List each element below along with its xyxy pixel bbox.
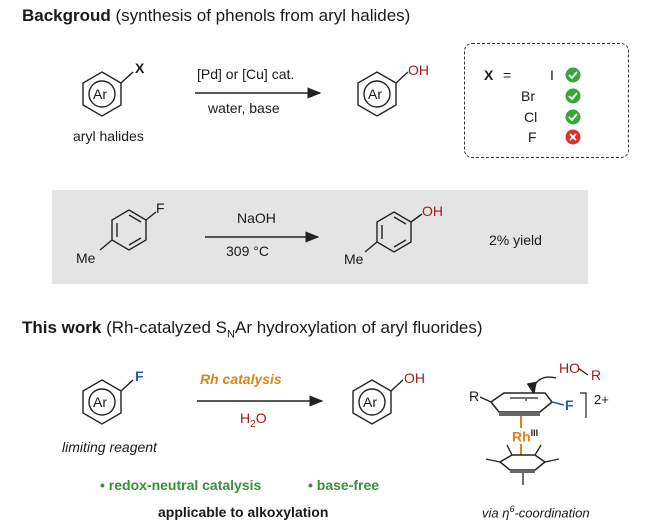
this-work-product-oh: OH bbox=[404, 370, 425, 386]
example-substrate-me: Me bbox=[76, 250, 96, 266]
water-subscript: 2 bbox=[250, 418, 256, 430]
cross-icon bbox=[565, 129, 581, 145]
complex-ring-r: R bbox=[469, 388, 480, 404]
complex-rh: RhIII bbox=[512, 428, 538, 445]
halogen-item-f: F bbox=[528, 129, 537, 145]
caption-pre: via bbox=[482, 505, 503, 521]
halogen-equals: = bbox=[503, 67, 512, 83]
this-work-title-sub: N bbox=[227, 328, 235, 341]
check-icon bbox=[565, 88, 581, 104]
this-work-substrate-ring-label: Ar bbox=[93, 394, 107, 410]
water-h: H bbox=[240, 410, 251, 426]
rh-arene-complex bbox=[479, 367, 589, 485]
phenol-ring-this-work bbox=[352, 379, 404, 425]
cresol-ring bbox=[364, 211, 423, 253]
this-work-title-bold: This work bbox=[22, 318, 102, 337]
background-product-oh: OH bbox=[408, 62, 429, 78]
aryl-fluoride-ring bbox=[82, 379, 134, 425]
aryl-halide-ring bbox=[82, 71, 134, 117]
complex-rh-oxidation: III bbox=[530, 428, 539, 438]
this-work-substrate-f: F bbox=[135, 368, 144, 384]
this-work-title-post: Ar hydroxylation of aryl fluorides) bbox=[234, 318, 483, 337]
halogen-scope-box bbox=[464, 43, 629, 158]
caption-post: -coordination bbox=[514, 505, 590, 521]
caption-eta: η bbox=[502, 505, 510, 521]
feature-redox-neutral: • redox-neutral catalysis bbox=[100, 477, 262, 493]
check-icon bbox=[565, 67, 581, 83]
applicable-to-alkoxylation: applicable to alkoxylation bbox=[158, 504, 329, 520]
complex-nucleophile-r: R bbox=[591, 367, 602, 383]
caption-sup: 6 bbox=[509, 504, 515, 514]
example-product-me: Me bbox=[344, 251, 364, 267]
limiting-reagent-caption: limiting reagent bbox=[62, 439, 157, 455]
check-icon bbox=[565, 109, 581, 125]
background-title-bold: Backgroud bbox=[22, 6, 111, 25]
example-reagent: NaOH bbox=[237, 210, 276, 226]
complex-rh-metal: Rh bbox=[512, 428, 531, 445]
coordination-caption: via η6-coordination bbox=[482, 504, 590, 520]
halide-substituent-x: X bbox=[135, 60, 145, 76]
example-product-oh: OH bbox=[422, 203, 443, 219]
complex-charge: 2+ bbox=[594, 392, 609, 407]
halogen-item-i: I bbox=[550, 67, 554, 83]
example-temperature: 309 °C bbox=[226, 243, 269, 259]
example-substrate-f: F bbox=[156, 200, 165, 216]
this-work-heading: This work (Rh-catalyzed SNAr hydroxylati… bbox=[22, 318, 483, 340]
water-o: O bbox=[255, 410, 267, 426]
background-conditions-label: water, base bbox=[208, 100, 280, 116]
example-yield: 2% yield bbox=[489, 232, 542, 248]
halogen-item-br: Br bbox=[521, 88, 535, 104]
this-work-title-pre: (Rh-catalyzed S bbox=[101, 318, 228, 337]
halogen-item-cl: Cl bbox=[524, 109, 538, 125]
water-reagent: H2O bbox=[240, 410, 267, 430]
background-heading: Backgroud (synthesis of phenols from ary… bbox=[22, 6, 410, 26]
feature-base-free: • base-free bbox=[308, 477, 380, 493]
background-title-rest: (synthesis of phenols from aryl halides) bbox=[110, 6, 411, 25]
this-work-product-ring-label: Ar bbox=[363, 394, 377, 410]
complex-fluorine: F bbox=[565, 397, 574, 413]
rh-catalysis-label: Rh catalysis bbox=[200, 371, 282, 387]
background-product-ring-label: Ar bbox=[368, 86, 382, 102]
background-catalyst-label: [Pd] or [Cu] cat. bbox=[197, 66, 295, 82]
phenol-ring-background bbox=[357, 71, 409, 117]
halogen-x-label: X bbox=[484, 67, 494, 83]
aryl-halides-caption: aryl halides bbox=[73, 128, 144, 144]
aryl-halide-ring-label: Ar bbox=[93, 86, 107, 102]
complex-nucleophile-ho: HO bbox=[559, 360, 580, 376]
fluorotoluene-ring bbox=[99, 209, 157, 251]
